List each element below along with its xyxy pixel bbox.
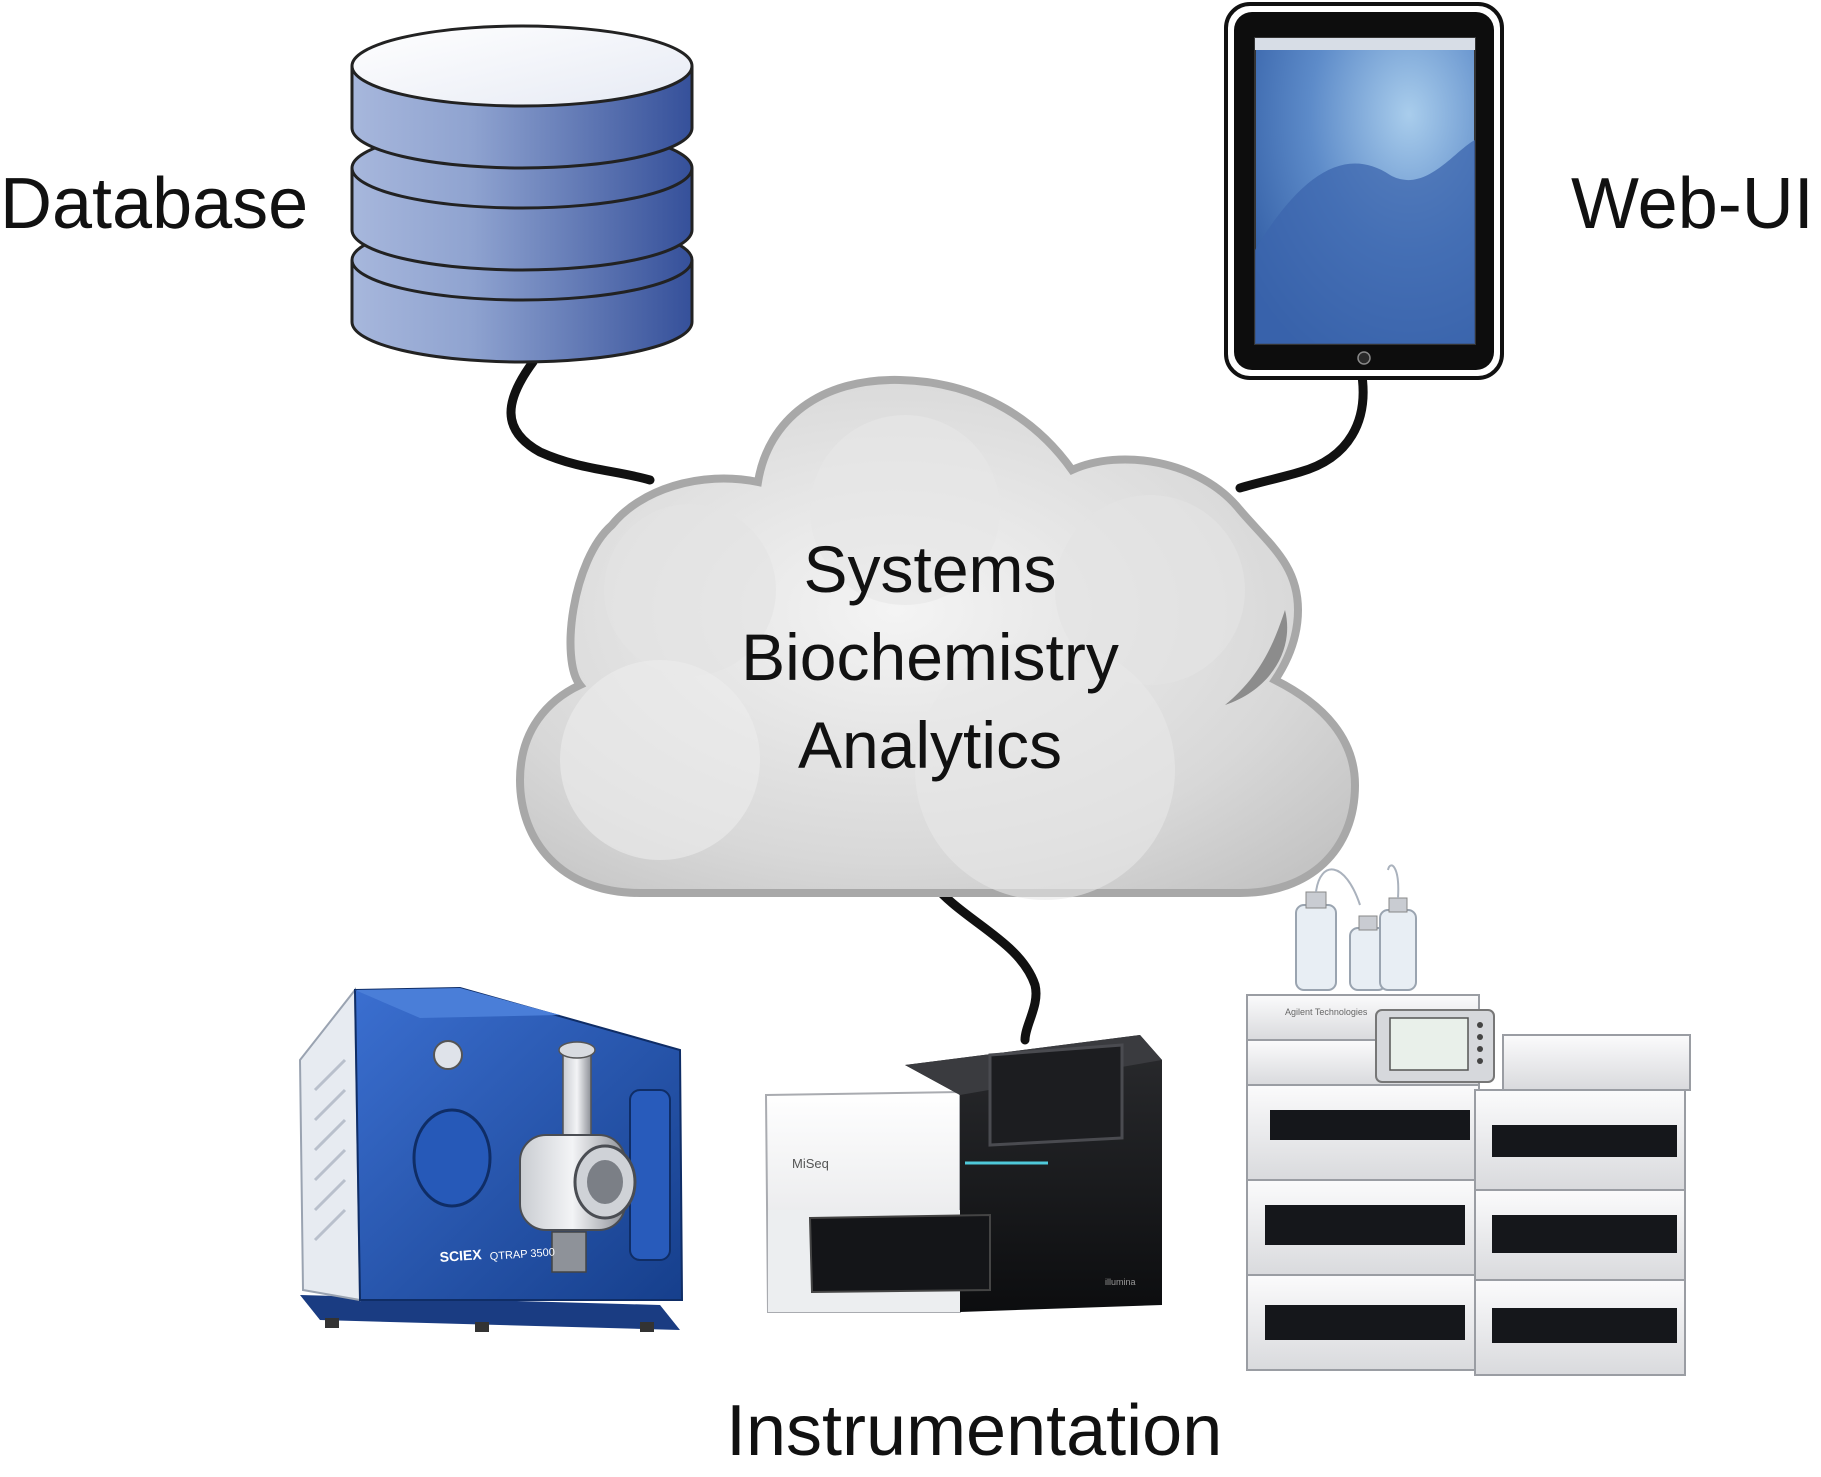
hplc-maker: Agilent Technologies (1285, 1007, 1368, 1017)
tablet-icon (1224, 2, 1504, 380)
database-label: Database (0, 164, 309, 244)
sequencer-model: MiSeq (792, 1156, 829, 1171)
sequencer-image: MiSeq illumina (764, 1035, 1162, 1313)
web-ui-label: Web-UI (1571, 164, 1814, 244)
cloud-title-line-1: Systems (803, 532, 1057, 606)
instrumentation-label: Instrumentation (726, 1391, 1223, 1471)
sequencer-maker: illumina (1105, 1277, 1136, 1287)
cable-database (506, 357, 655, 485)
cloud-title-line-2: Biochemistry (741, 620, 1119, 694)
cloud-icon (515, 375, 1360, 900)
cloud-title: Systems Biochemistry Analytics (680, 525, 1180, 789)
mass-spec-model: QTRAP 3500 (489, 1246, 555, 1263)
hplc-right-stack (1474, 1034, 1691, 1376)
home-button-icon (1357, 351, 1371, 365)
database-icon (350, 24, 694, 364)
hplc-control-pad (1375, 1009, 1495, 1083)
mass-spec-brand: SCIEX (439, 1246, 483, 1265)
cable-instrumentation (925, 875, 1041, 1045)
solvent-bottles (1295, 864, 1417, 991)
cable-web-ui (1235, 371, 1368, 493)
cloud-title-line-3: Analytics (797, 708, 1063, 782)
mass-spectrometer-image: SCIEX QTRAP 3500 (298, 986, 684, 1332)
hplc-image: Agilent Technologies (1246, 864, 1691, 1376)
